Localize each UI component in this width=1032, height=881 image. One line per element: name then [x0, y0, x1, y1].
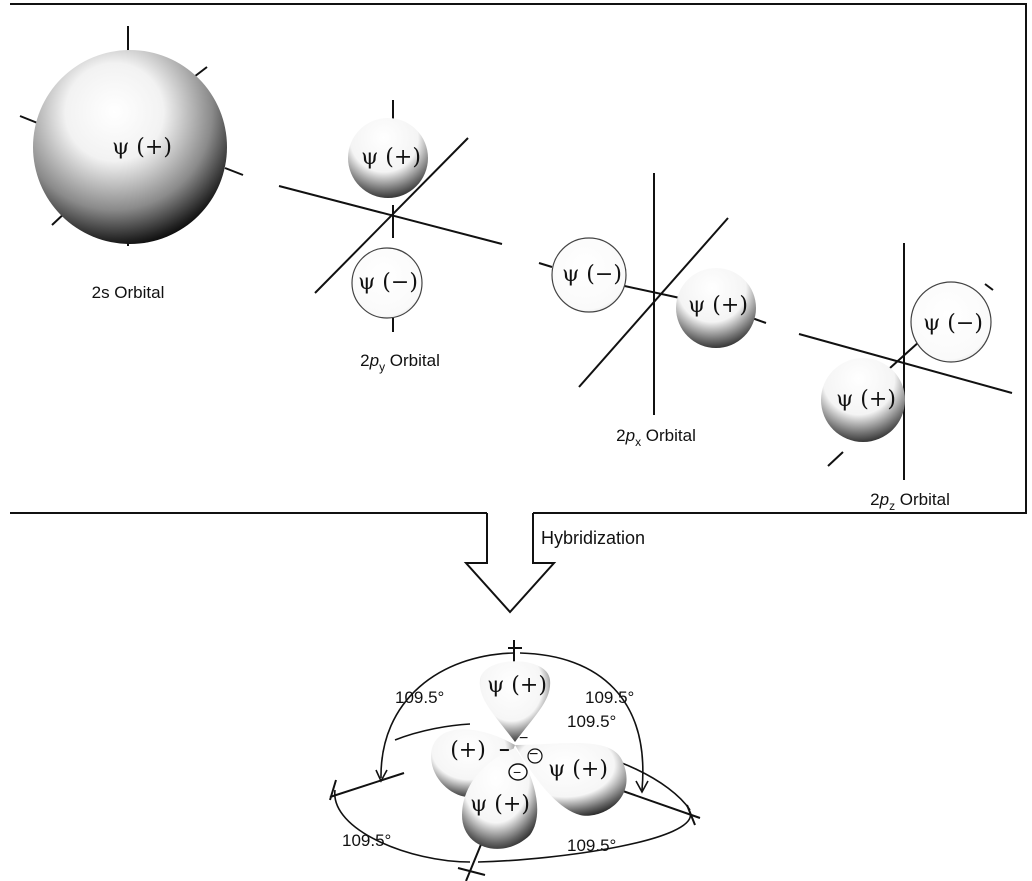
hybridization-label: Hybridization [541, 528, 645, 548]
hybridization-arrow: Hybridization [463, 513, 645, 614]
sp3-minor-sign: − [499, 740, 510, 760]
sp3-lobe-right [515, 743, 627, 816]
2s-caption: 2s Orbital [92, 283, 165, 302]
2s-orbital: ψ (+) 2s Orbital [19, 26, 244, 302]
2px-lobe-positive-label: ψ (+) [688, 293, 748, 318]
sp3-lobe-left-label: (+) [450, 738, 486, 763]
sp3-lobe-top-label: ψ (+) [487, 673, 547, 698]
2s-lobe-label: ψ (+) [112, 135, 172, 160]
angle-arc-bottom-right [477, 811, 691, 863]
2pz-lobe-negative [910, 281, 992, 363]
angle-label-middle: 109.5° [567, 712, 616, 731]
sp3-lobe-bottom-label: ψ (+) [470, 792, 530, 817]
2py-lobe-negative-label: ψ (−) [358, 270, 418, 295]
sp3-minor-sign: − [519, 730, 528, 747]
angle-label-bottom-left: 109.5° [342, 831, 391, 850]
2py-lobe-negative [351, 247, 423, 319]
2pz-lobe-negative-label: ψ (−) [923, 311, 983, 336]
sp3-lobe-right-label: ψ (+) [548, 757, 608, 782]
sp3-hybrid: ψ (+) (+) ψ (+) ψ (+) − − − − 109.5° 109… [329, 640, 701, 881]
2px-orbital: ψ (−) ψ (+) 2px Orbital [538, 173, 767, 449]
2s-sphere [33, 50, 227, 244]
2px-lobe-negative-label: ψ (−) [562, 262, 622, 287]
2pz-lobe-positive-label: ψ (+) [836, 387, 896, 412]
2px-lobe-negative [551, 237, 627, 313]
2pz-caption: 2pz Orbital [870, 490, 950, 513]
angle-label-top-left: 109.5° [395, 688, 444, 707]
frame [10, 3, 1027, 514]
2px-caption: 2px Orbital [616, 426, 696, 449]
angle-arc-top-right [519, 652, 644, 791]
2py-lobe-positive [348, 118, 428, 198]
2px-lobe-positive [676, 268, 756, 348]
sp3-minor-sign: − [529, 746, 538, 763]
angle-label-bottom-right: 109.5° [567, 836, 616, 855]
sp3-lobe-top [479, 661, 551, 742]
2py-orbital: ψ (+) ψ (−) 2py Orbital [278, 100, 503, 374]
2pz-lobe-positive [821, 358, 905, 442]
angle-arc-bottom-left [334, 789, 471, 863]
2py-caption: 2py Orbital [360, 351, 440, 374]
angle-label-top-right: 109.5° [585, 688, 634, 707]
2py-lobe-positive-label: ψ (+) [361, 145, 421, 170]
sp3-minor-sign: − [513, 764, 521, 780]
2pz-orbital: ψ (−) ψ (+) 2pz Orbital [798, 243, 1013, 513]
angle-arc-top-left [380, 652, 515, 779]
